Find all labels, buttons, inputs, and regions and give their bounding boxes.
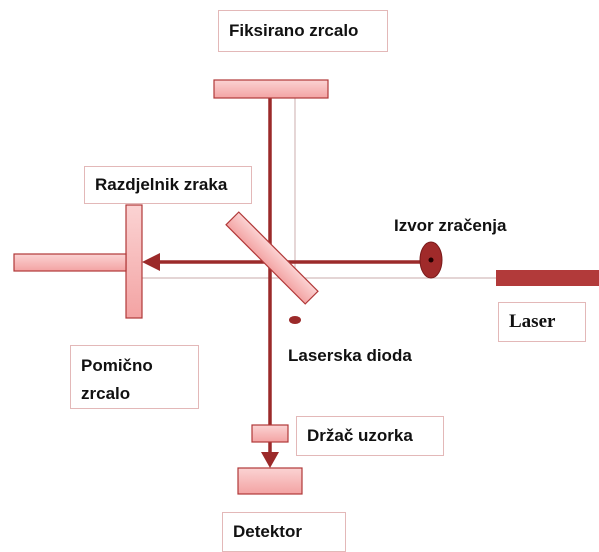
laser-diode (289, 316, 301, 324)
label-beam-splitter: Razdjelnik zraka (84, 166, 252, 204)
beam-arrowhead-down (261, 452, 279, 468)
label-fixed-mirror: Fiksirano zrcalo (218, 10, 388, 52)
label-laser: Laser (498, 302, 586, 342)
label-sample-holder: Držač uzorka (296, 416, 444, 456)
fixed-mirror (213, 79, 329, 99)
beam-splitter (225, 211, 319, 305)
laser-beam (496, 270, 599, 286)
label-detector: Detektor (222, 512, 346, 552)
label-movable-mirror: Pomično zrcalo (70, 345, 199, 409)
label-radiation-source: Izvor zračenja (392, 216, 509, 236)
movable-mirror-arm (13, 253, 127, 272)
movable-mirror (125, 204, 143, 319)
detector (237, 467, 303, 495)
sample-holder (251, 424, 289, 443)
label-laser-diode: Laserska dioda (286, 346, 414, 366)
radiation-source-center (428, 257, 434, 263)
beam-arrowhead-left (142, 253, 160, 271)
